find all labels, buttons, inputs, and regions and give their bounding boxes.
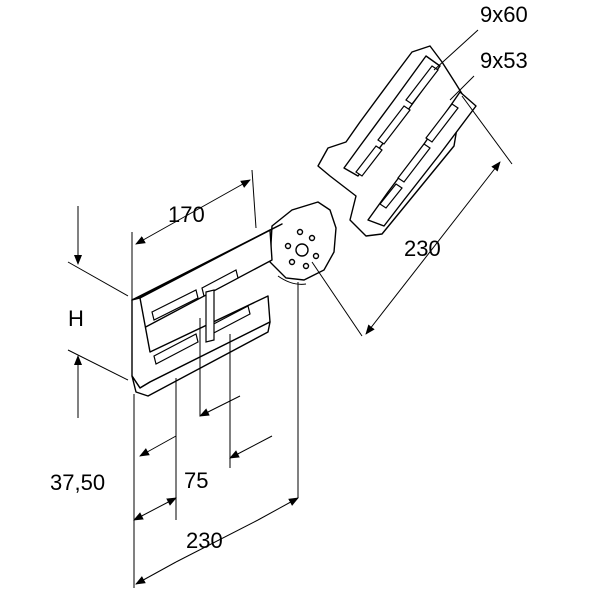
bolt-hole bbox=[288, 258, 296, 266]
slot-lower-1 bbox=[425, 103, 459, 143]
slot-front-3 bbox=[153, 333, 199, 365]
pivot-arc bbox=[277, 275, 307, 285]
slot-front-2 bbox=[201, 269, 239, 297]
bolt-hole bbox=[308, 234, 316, 242]
label-offset: 37,50 bbox=[50, 470, 105, 495]
label-height: H bbox=[68, 306, 84, 331]
label-length-bottom: 230 bbox=[186, 528, 223, 553]
slot-upper-3 bbox=[355, 145, 383, 177]
lower-slots bbox=[151, 269, 251, 365]
dimension-230-bottom bbox=[135, 497, 299, 585]
pivot-hole bbox=[295, 243, 309, 257]
slot-front-1 bbox=[151, 289, 199, 321]
slot-leaders bbox=[433, 29, 479, 101]
bolt-hole bbox=[302, 262, 310, 270]
dimension-170 bbox=[131, 169, 257, 300]
label-slot-lower: 9x53 bbox=[480, 48, 528, 73]
label-length-right: 230 bbox=[404, 236, 441, 261]
dimension-37-50 bbox=[133, 435, 177, 521]
upper-channel bbox=[317, 45, 477, 237]
label-spacing: 75 bbox=[184, 468, 208, 493]
dimension-height bbox=[67, 206, 129, 418]
dimension-230-right bbox=[311, 95, 513, 337]
dimension-75 bbox=[199, 395, 273, 459]
leader-9x60 bbox=[433, 29, 479, 71]
label-slot-upper: 9x60 bbox=[480, 2, 528, 27]
leader-9x53 bbox=[449, 75, 475, 101]
bolt-hole bbox=[284, 242, 292, 250]
label-width-top: 170 bbox=[168, 202, 205, 227]
bolt-hole bbox=[312, 252, 320, 260]
hinge-plate bbox=[269, 201, 337, 281]
slot-upper-2 bbox=[377, 105, 411, 145]
bolt-hole bbox=[296, 228, 304, 236]
slot-vertical bbox=[205, 289, 215, 343]
